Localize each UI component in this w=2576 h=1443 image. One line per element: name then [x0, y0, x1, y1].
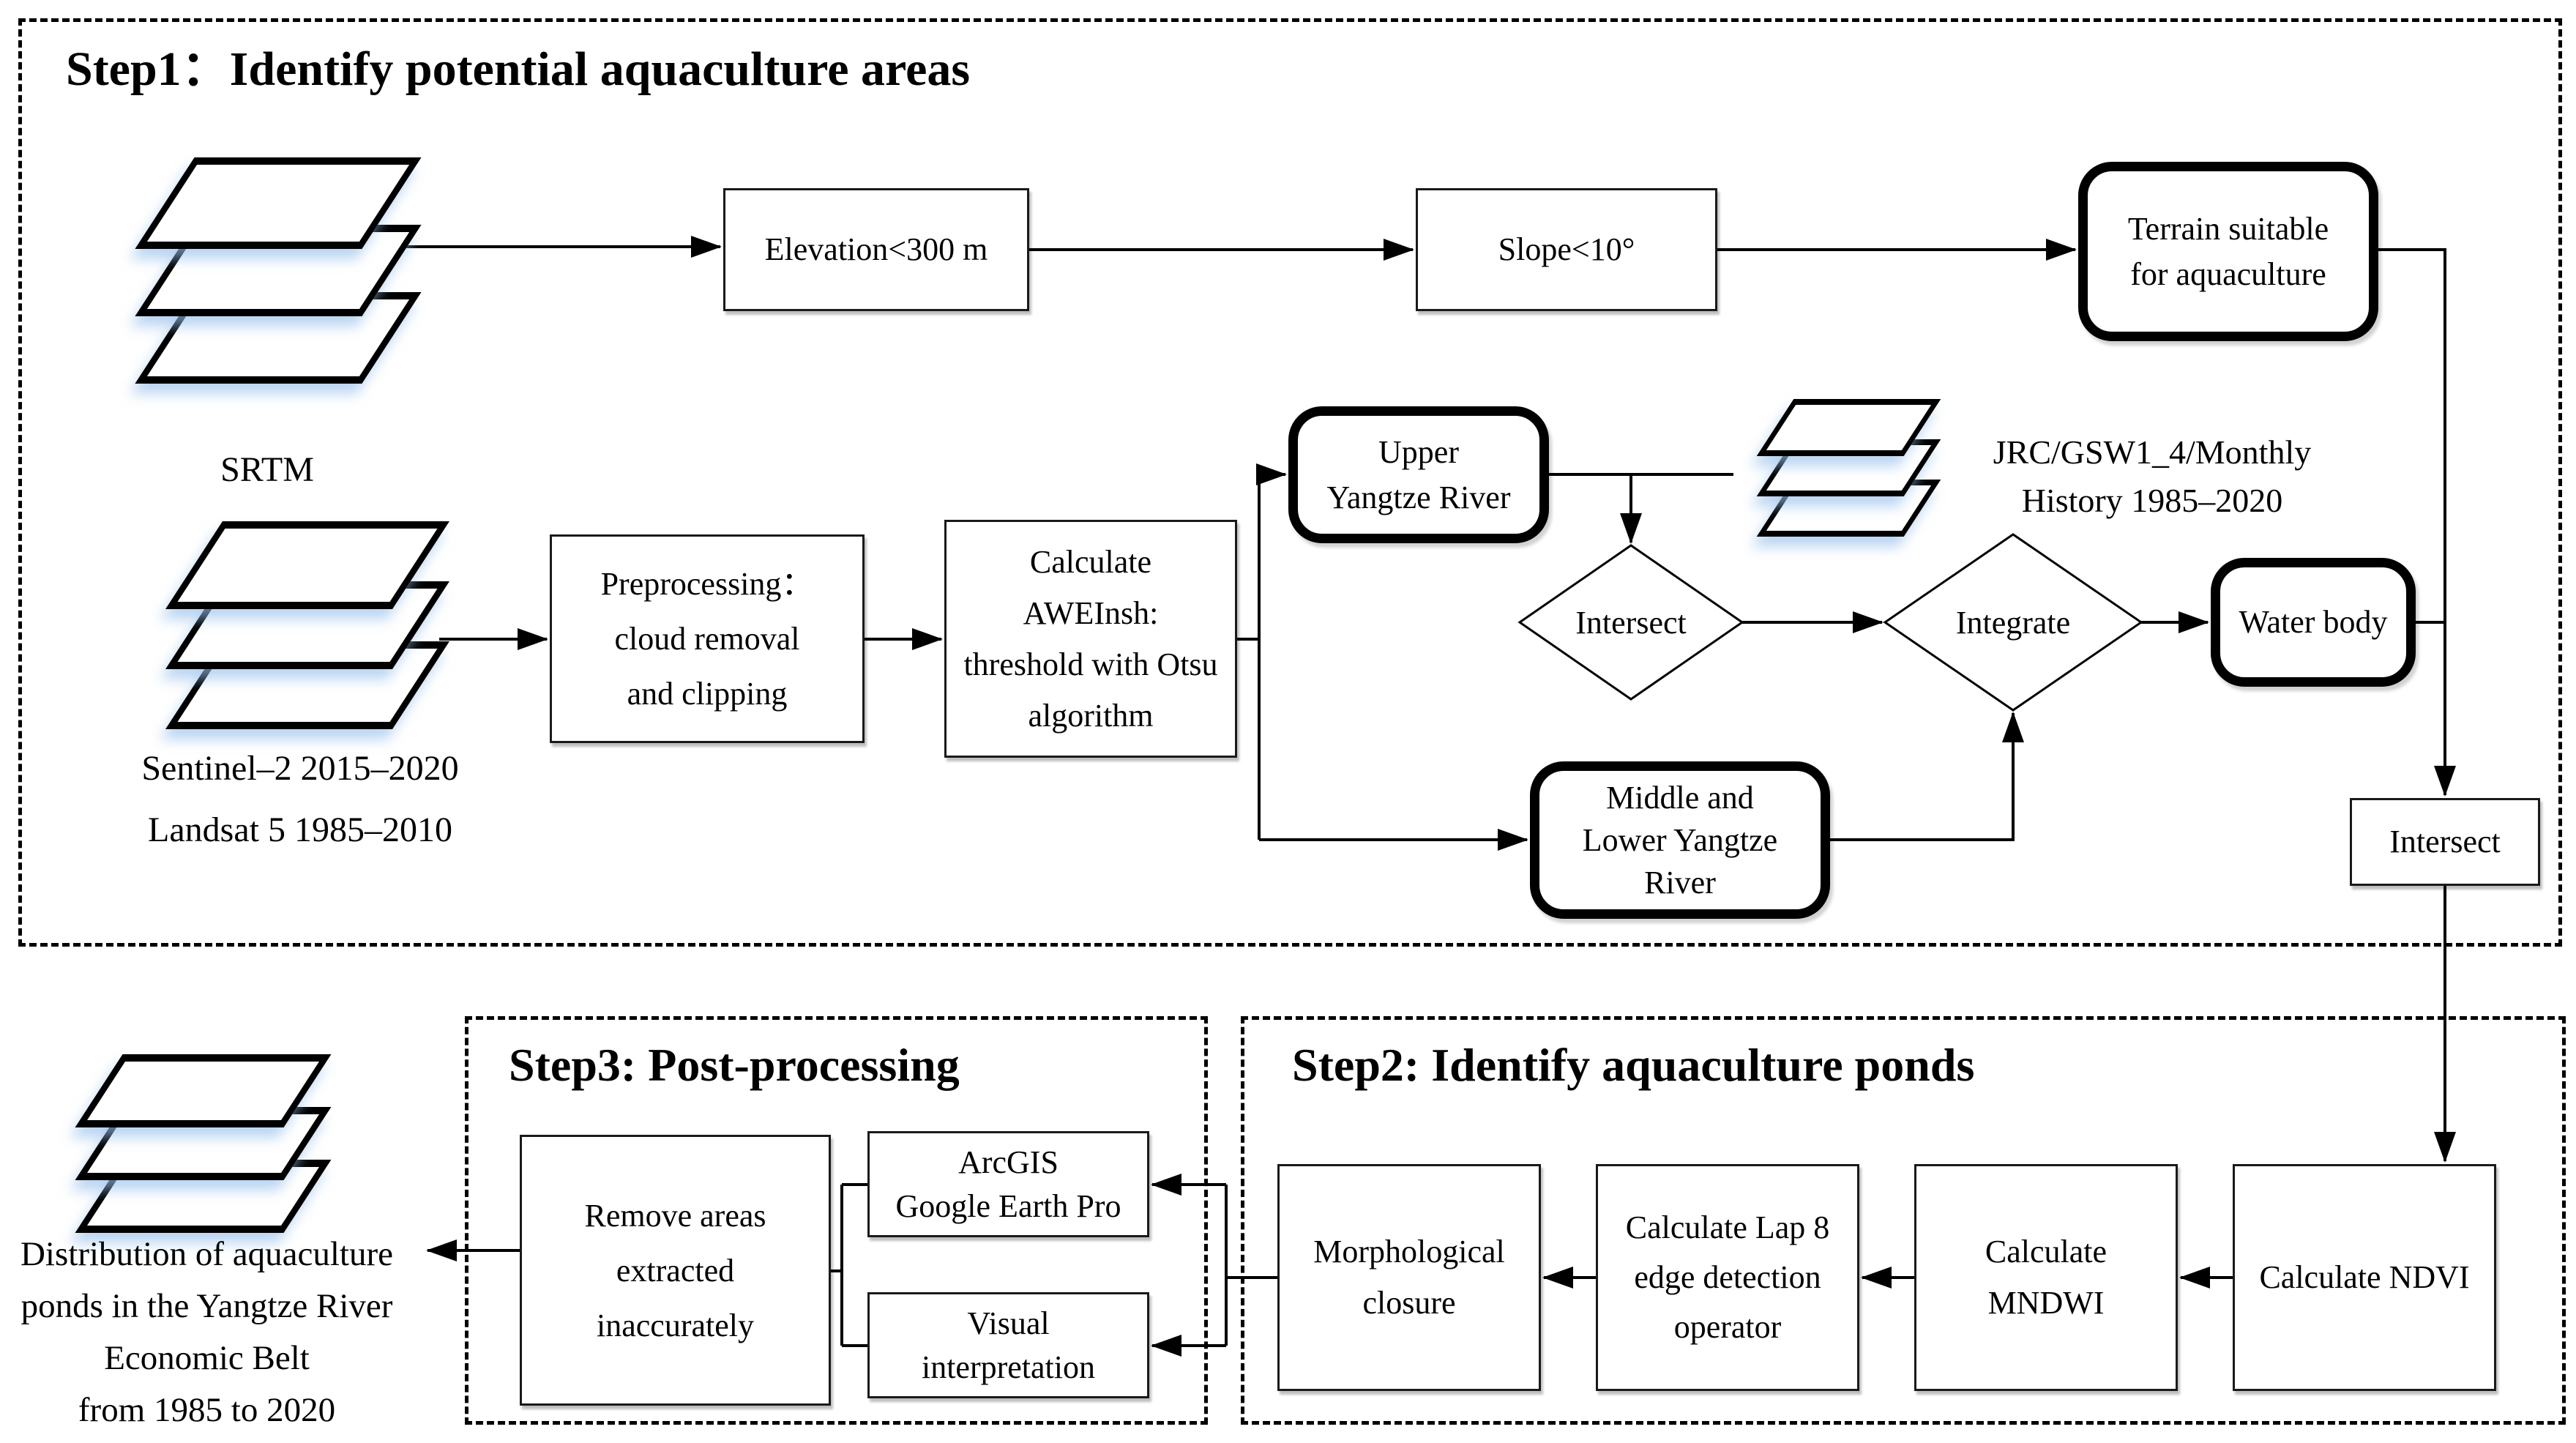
connector-middlelower-integrate — [1830, 712, 2024, 841]
visual-line1: Visual — [967, 1305, 1050, 1341]
middle-lower-yangtze-box: Middle and Lower Yangtze River — [1530, 761, 1830, 919]
output-line3: Economic Belt — [104, 1339, 310, 1377]
arcgis-line2: Google Earth Pro — [895, 1187, 1121, 1224]
lap8-box: Calculate Lap 8 edge detection operator — [1596, 1164, 1859, 1391]
jrc-line2: History 1985–2020 — [2021, 482, 2283, 519]
srtm-layers-icon — [121, 157, 422, 399]
preprocessing-line1: Preprocessing： — [600, 566, 814, 602]
preprocessing-line2: cloud removal — [614, 621, 800, 657]
ndvi-label: Calculate NDVI — [2259, 1259, 2470, 1295]
elevation-box: Elevation<300 m — [723, 188, 1029, 311]
awei-box: Calculate AWEInsh: threshold with Otsu a… — [944, 520, 1237, 758]
visual-line2: interpretation — [921, 1349, 1095, 1385]
lap8-line2: edge detection — [1634, 1259, 1821, 1295]
calculate-ndvi-box: Calculate NDVI — [2233, 1164, 2496, 1391]
remove-line1: Remove areas — [584, 1197, 766, 1234]
mndwi-line1: Calculate — [1985, 1234, 2108, 1269]
morph-line2: closure — [1362, 1285, 1456, 1321]
integrate-diamond-shape — [1883, 533, 2143, 712]
middlelower-line3: River — [1644, 864, 1716, 901]
lap8-line1: Calculate Lap 8 — [1625, 1209, 1830, 1245]
step1-region — [18, 18, 2562, 947]
integrate-diamond-label: Integrate — [1955, 604, 2071, 641]
awei-line4: algorithm — [1028, 697, 1154, 734]
slope-box: Slope<10° — [1416, 188, 1717, 311]
remove-line3: inaccurately — [597, 1307, 754, 1343]
intersect-diamond-label: Intersect — [1575, 604, 1687, 641]
preprocessing-box: Preprocessing： cloud removal and clippin… — [550, 534, 865, 743]
intersect-box-label: Intersect — [2389, 824, 2501, 860]
sentinel-layers-icon — [150, 521, 449, 741]
step2-region — [1241, 1016, 2566, 1425]
intersect-diamond-shape — [1517, 544, 1744, 701]
awei-line2: AWEInsh: — [1023, 594, 1159, 631]
sentinel-labels: Sentinel–2 2015–2020 Landsat 5 1985–2010 — [81, 738, 520, 861]
water-body-box: Water body — [2211, 558, 2416, 687]
elevation-label: Elevation<300 m — [764, 231, 988, 267]
mndwi-line2: MNDWI — [1987, 1285, 2105, 1321]
upper-yangtze-box: Upper Yangtze River — [1288, 406, 1549, 543]
calculate-mndwi-box: Calculate MNDWI — [1914, 1164, 2178, 1391]
output-layers-icon — [59, 1054, 337, 1245]
middlelower-line2: Lower Yangtze — [1582, 821, 1778, 858]
remove-areas-box: Remove areas extracted inaccurately — [520, 1135, 831, 1406]
sentinel-line2: Landsat 5 1985–2010 — [148, 810, 452, 849]
terrain-line2: for aquaculture — [2130, 256, 2326, 292]
arcgis-line1: ArcGIS — [958, 1144, 1059, 1180]
output-line2: ponds in the Yangtze River — [20, 1287, 393, 1325]
visual-interpretation-box: Visual interpretation — [867, 1292, 1149, 1398]
srtm-label: SRTM — [220, 450, 314, 489]
upper-line1: Upper — [1378, 433, 1459, 470]
slope-label: Slope<10° — [1498, 231, 1635, 267]
jrc-layers-icon — [1742, 399, 1947, 545]
awei-line1: Calculate — [1029, 543, 1152, 580]
sentinel-line1: Sentinel–2 2015–2020 — [141, 749, 459, 788]
output-line4: from 1985 to 2020 — [78, 1391, 336, 1429]
intersect-box: Intersect — [2350, 798, 2540, 886]
water-body-label: Water body — [2239, 604, 2388, 640]
terrain-line1: Terrain suitable — [2127, 210, 2329, 247]
output-label: Distribution of aquaculture ponds in the… — [4, 1228, 410, 1436]
step1-title: Step1：Identify potential aquaculture are… — [66, 42, 971, 96]
awei-line3: threshold with Otsu — [963, 646, 1218, 682]
step3-region — [465, 1016, 1208, 1425]
terrain-suitable-box: Terrain suitable for aquaculture — [2078, 162, 2378, 341]
remove-line2: extracted — [616, 1252, 735, 1289]
middlelower-line1: Middle and — [1606, 779, 1754, 816]
step2-title: Step2: Identify aquaculture ponds — [1292, 1039, 1975, 1091]
arcgis-box: ArcGIS Google Earth Pro — [867, 1131, 1149, 1237]
upper-line2: Yangtze River — [1326, 479, 1511, 515]
jrc-line1: JRC/GSW1_4/Monthly — [1993, 433, 2312, 471]
jrc-labels: JRC/GSW1_4/Monthly History 1985–2020 — [1940, 428, 2364, 525]
step3-title: Step3: Post-processing — [509, 1039, 960, 1091]
morphological-closure-box: Morphological closure — [1277, 1164, 1541, 1391]
preprocessing-line3: and clipping — [627, 676, 788, 712]
morph-line1: Morphological — [1313, 1234, 1505, 1269]
output-line1: Distribution of aquaculture — [20, 1235, 394, 1273]
connector-terrain-intersectbox — [2378, 248, 2456, 797]
lap8-line3: operator — [1673, 1309, 1782, 1345]
